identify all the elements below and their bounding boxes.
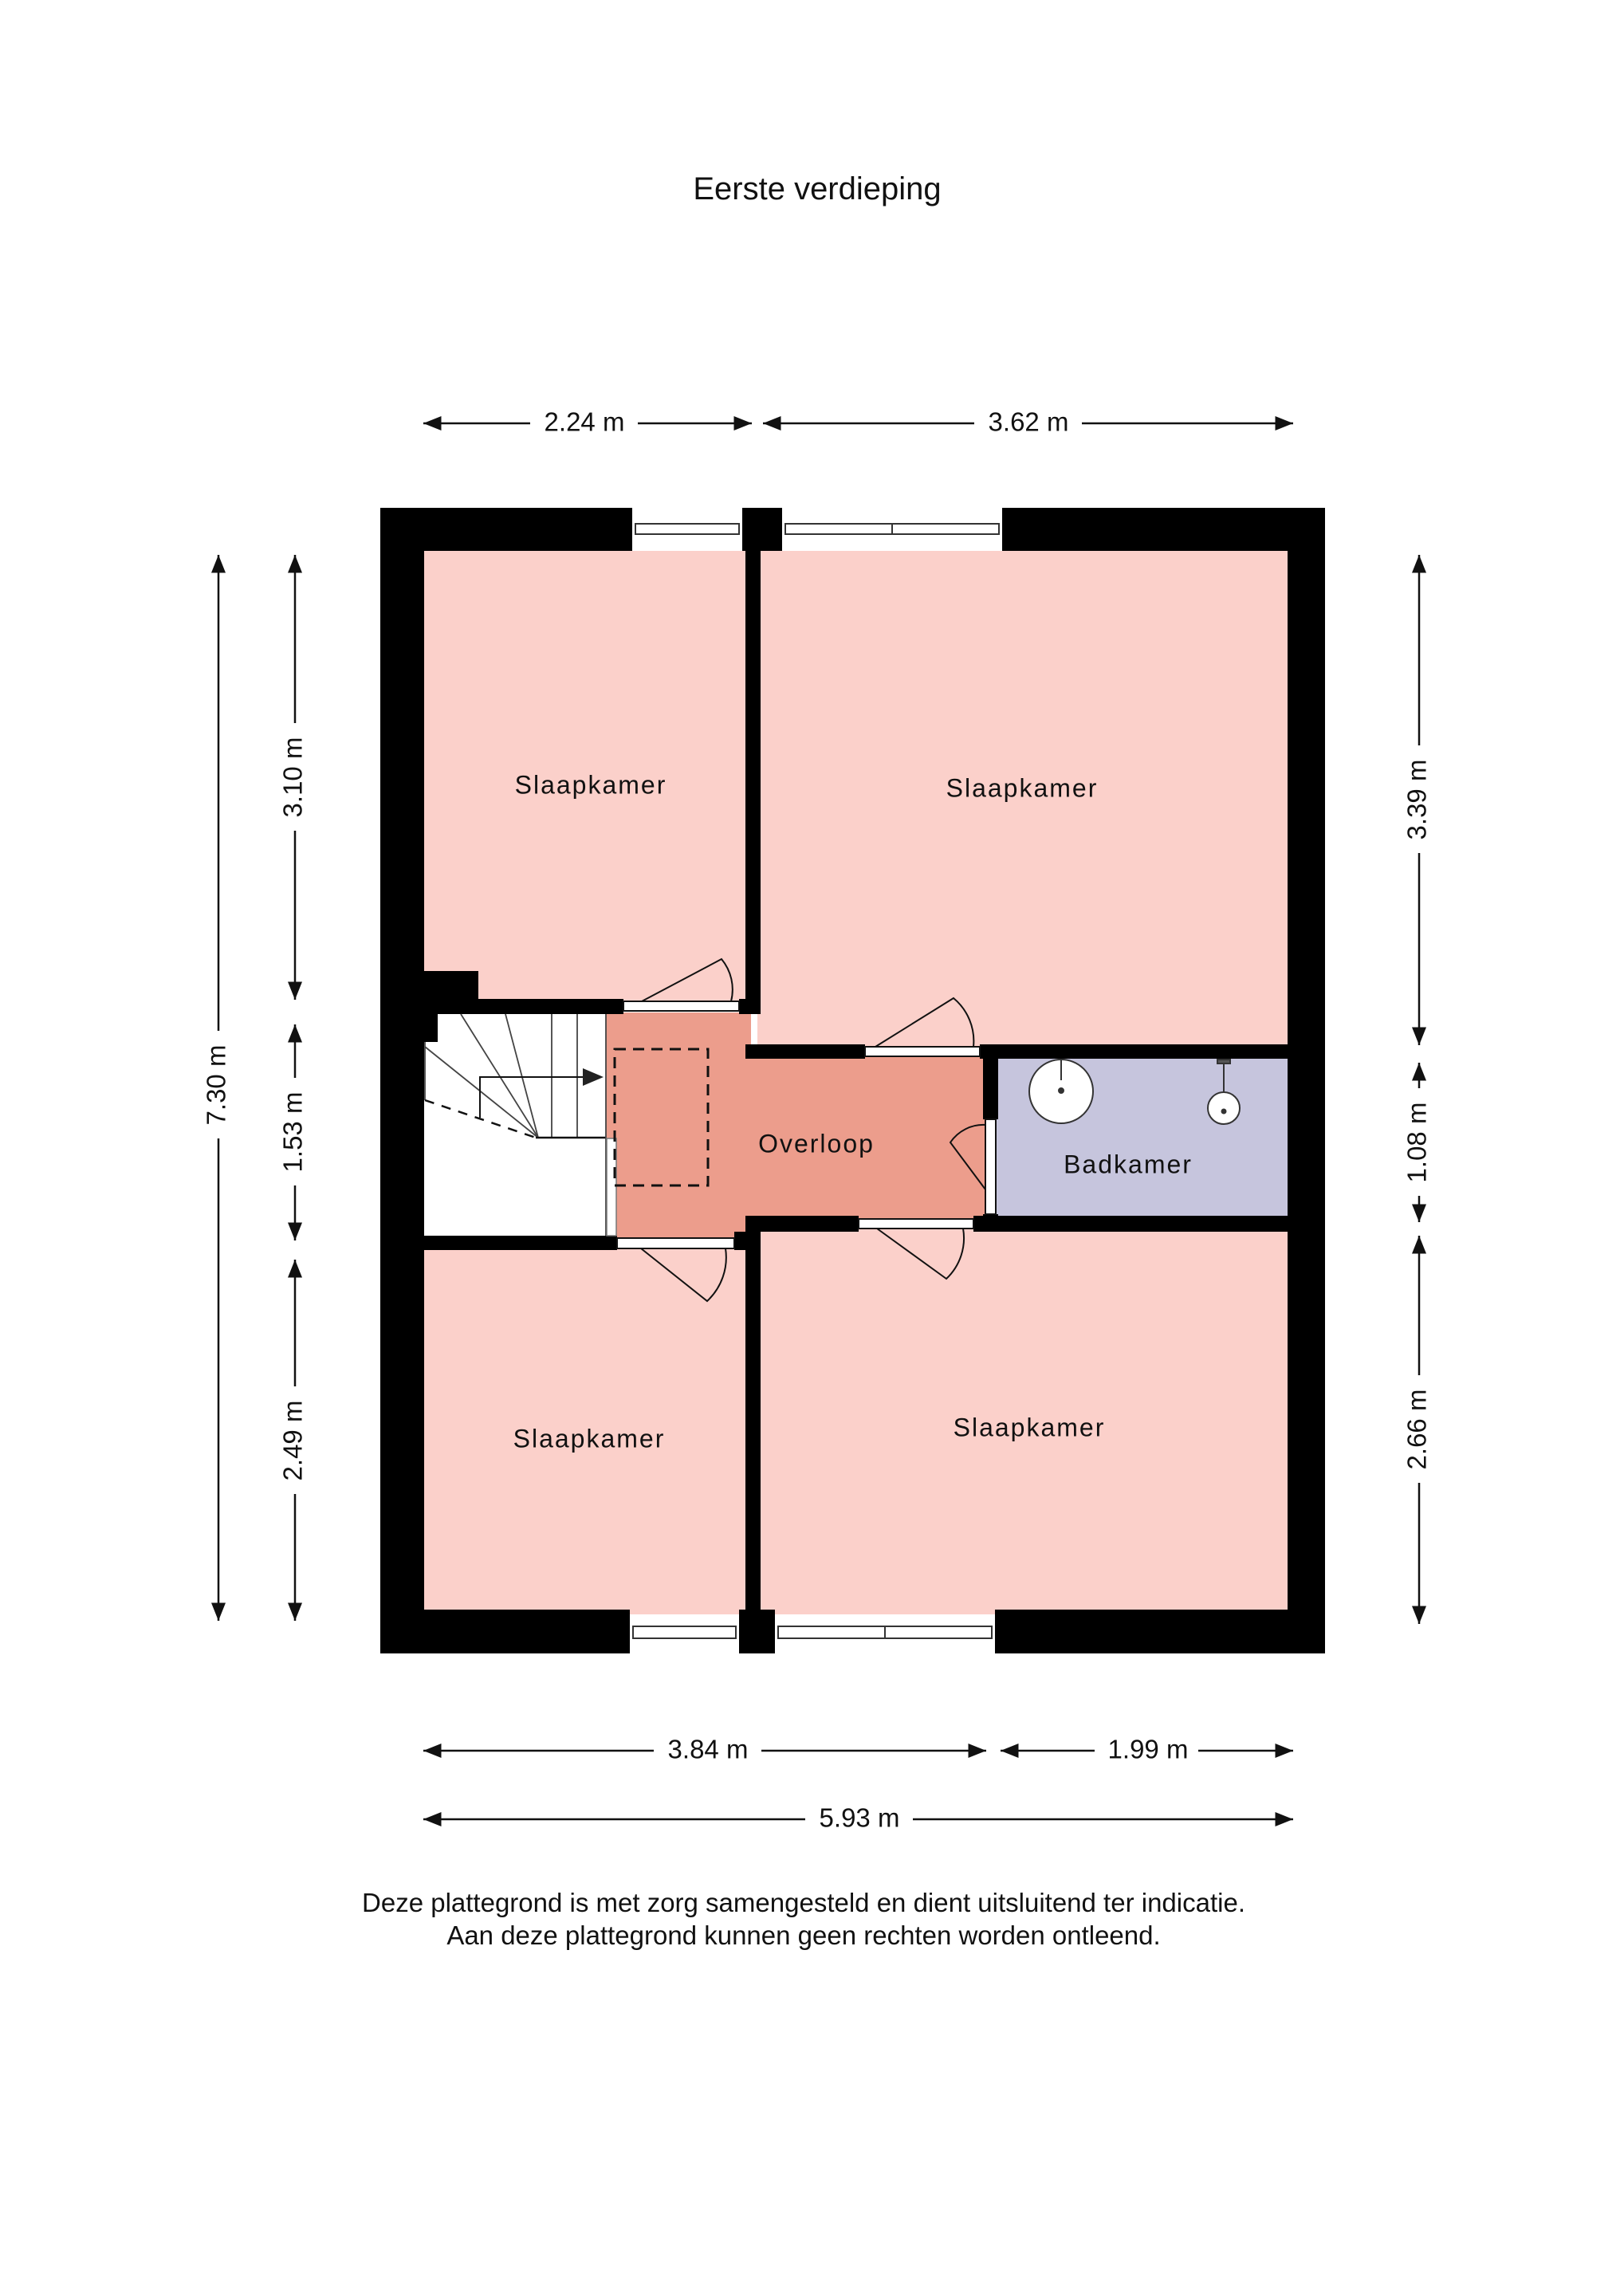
dim-left-lower: 2.49 m — [278, 1401, 308, 1481]
windows — [632, 523, 1000, 1639]
landing-area — [606, 1012, 989, 1240]
door-frame-top-right — [864, 1046, 981, 1057]
door-frame-bathroom — [985, 1119, 997, 1215]
walls — [380, 508, 1325, 1653]
doors — [616, 957, 997, 1303]
room-label-bedroom-bottom-left: Slaapkamer — [513, 1424, 666, 1453]
door-swing-bottom-left — [640, 1248, 727, 1303]
dim-right-middle: 1.08 m — [1402, 1103, 1432, 1183]
dim-bottom-right: 1.99 m — [1108, 1735, 1189, 1764]
room-label-bedroom-top-right: Slaapkamer — [946, 773, 1099, 802]
door-frame-bottom-right — [858, 1218, 974, 1229]
room-label-landing: Overloop — [758, 1129, 875, 1158]
room-label-bedroom-top-left: Slaapkamer — [515, 770, 667, 799]
window-bottom-left — [632, 1626, 737, 1639]
floor-title: Eerste verdieping — [693, 171, 941, 206]
disclaimer-line-1: Deze plattegrond is met zorg samengestel… — [362, 1888, 1245, 1917]
attic-hatch — [613, 1048, 710, 1187]
door-swing-top-right — [875, 997, 975, 1048]
staircase — [424, 1013, 617, 1236]
door-frame-top-left — [623, 1001, 740, 1012]
room-label-bedroom-bottom-right: Slaapkamer — [954, 1413, 1106, 1441]
dimension-labels: 2.24 m 3.62 m 7.30 m 3.10 m 1.53 m 2.49 … — [202, 407, 1435, 1835]
door-swing-bathroom — [949, 1123, 986, 1190]
door-swing-bottom-right — [876, 1228, 965, 1280]
room-label-bathroom: Badkamer — [1064, 1150, 1193, 1178]
stair-area — [424, 1012, 608, 1240]
door-swing-top-left — [641, 957, 733, 1002]
bedroom-top-right — [757, 551, 1292, 1053]
dim-left-middle: 1.53 m — [278, 1092, 308, 1173]
dim-left-upper: 3.10 m — [278, 737, 308, 818]
bedroom-bottom-left — [424, 1244, 751, 1614]
room-fills — [424, 551, 1292, 1614]
dim-top-left: 2.24 m — [545, 407, 625, 437]
bedroom-top-left — [424, 551, 751, 1005]
bathroom-fixtures — [1028, 1059, 1241, 1125]
dim-bottom-total: 5.93 m — [820, 1803, 900, 1833]
dim-right-lower: 2.66 m — [1402, 1390, 1432, 1470]
disclaimer-line-2: Aan deze plattegrond kunnen geen rechten… — [446, 1921, 1160, 1950]
stair-direction-arrow-icon — [583, 1068, 604, 1086]
window-top-left — [635, 523, 740, 535]
door-frame-bottom-left — [616, 1237, 735, 1249]
dim-bottom-left: 3.84 m — [668, 1735, 749, 1764]
bedroom-bottom-right — [757, 1228, 1292, 1614]
dim-top-right: 3.62 m — [989, 407, 1069, 437]
dim-right-upper: 3.39 m — [1402, 760, 1432, 840]
dim-left-total: 7.30 m — [202, 1045, 231, 1126]
